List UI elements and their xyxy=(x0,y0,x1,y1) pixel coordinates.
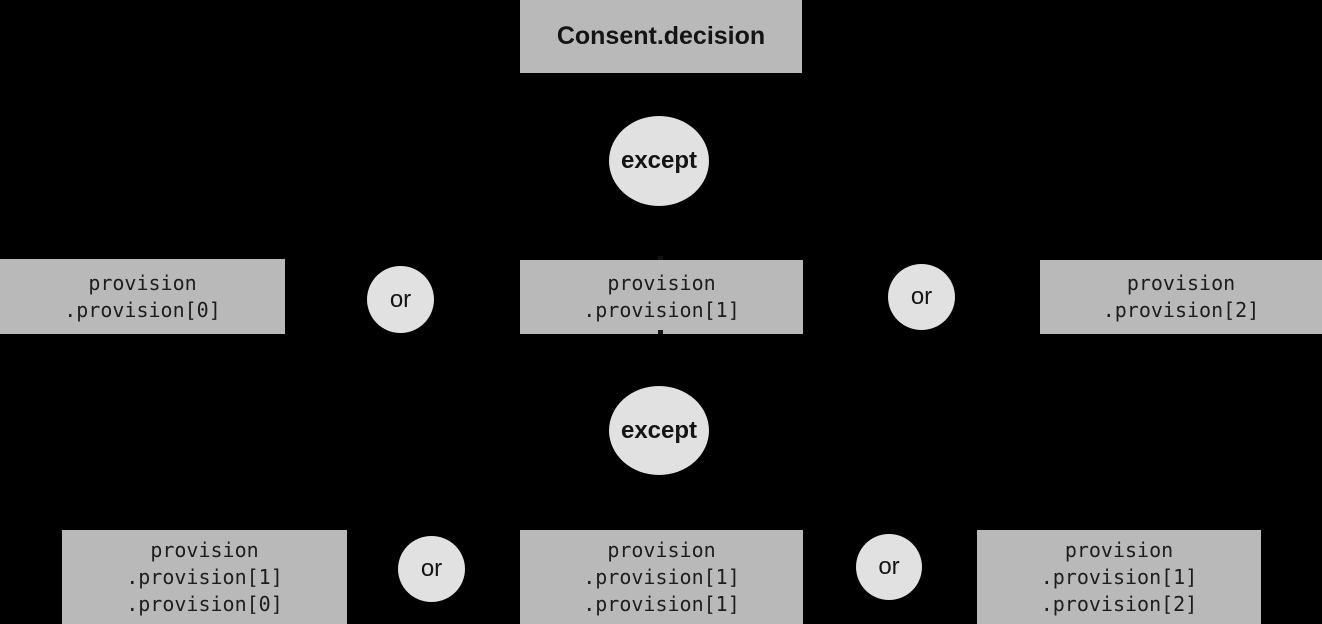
node-provision-1-1: provision .provision[1] .provision[1] xyxy=(520,530,803,624)
node-label-line: .provision[1] xyxy=(583,591,740,616)
node-label-line: .provision[0] xyxy=(126,591,283,616)
node-provision-1-0: provision .provision[1] .provision[0] xyxy=(62,530,347,624)
node-label-line: provision xyxy=(1126,271,1236,295)
node-provision-0: provision .provision[0] xyxy=(0,259,285,334)
node-provision-2: provision .provision[2] xyxy=(1040,260,1322,334)
node-label-line: .provision[2] xyxy=(1040,591,1198,616)
except-operator-node-1: except xyxy=(609,116,709,206)
or-operator-node-4: or xyxy=(856,534,922,600)
node-label-line: provision xyxy=(607,537,716,562)
edge-stub-dot xyxy=(658,330,663,334)
node-provision-1-2: provision .provision[1] .provision[2] xyxy=(977,530,1261,624)
edge-stub-dot xyxy=(658,256,663,260)
node-label-line: provision xyxy=(88,270,197,295)
node-consent-decision: Consent.decision xyxy=(520,0,802,73)
node-label-line: .provision[1] xyxy=(583,564,740,589)
node-label-line: .provision[0] xyxy=(64,297,221,322)
node-label-line: .provision[1] xyxy=(1040,564,1198,589)
node-label-line: provision xyxy=(150,537,259,562)
or-operator-node-1: or xyxy=(367,266,434,333)
node-label-line: .provision[1] xyxy=(583,298,740,322)
except-operator-node-2: except xyxy=(609,386,709,475)
node-label-line: provision xyxy=(1064,537,1174,562)
node-label-line: .provision[2] xyxy=(1102,298,1260,322)
or-operator-node-3: or xyxy=(398,536,465,602)
node-provision-1: provision .provision[1] xyxy=(520,260,803,334)
node-label-line: .provision[1] xyxy=(126,564,283,589)
node-label-line: provision xyxy=(607,271,716,295)
or-operator-node-2: or xyxy=(888,264,955,330)
